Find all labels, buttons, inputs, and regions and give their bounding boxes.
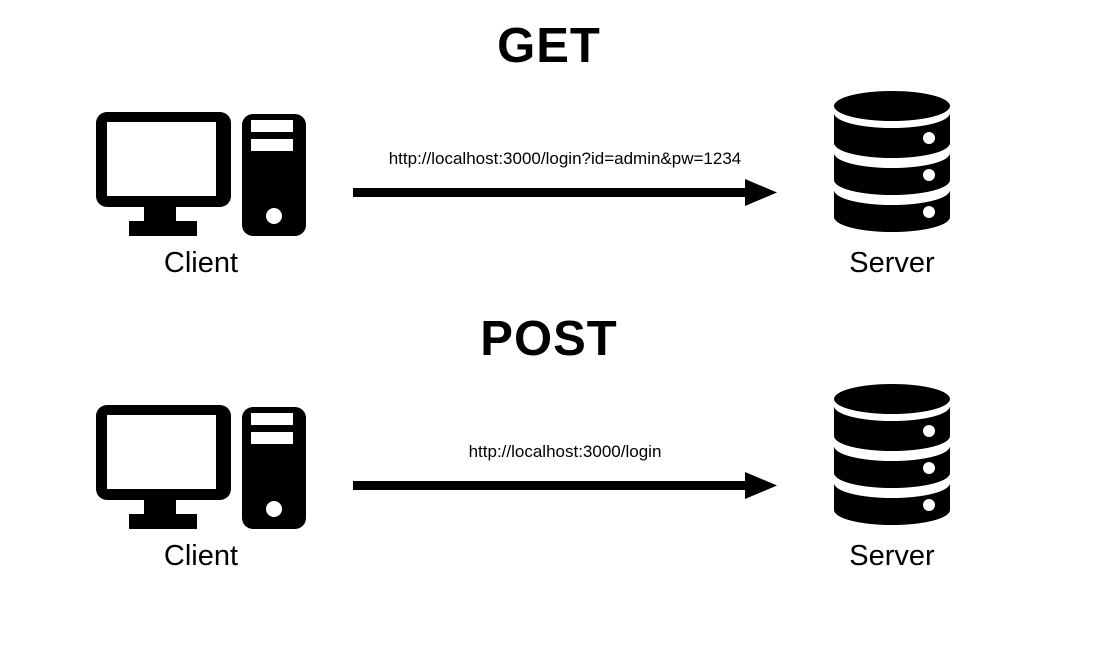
desktop-computer-icon bbox=[96, 112, 306, 238]
client-node: Client bbox=[95, 405, 307, 573]
method-title-post: POST bbox=[480, 312, 618, 366]
server-label: Server bbox=[849, 247, 935, 279]
section-get: GET Client http://localhost:3000/login?i… bbox=[0, 0, 1098, 293]
server-label: Server bbox=[849, 540, 935, 572]
desktop-computer-icon bbox=[96, 405, 306, 531]
right-arrow-icon bbox=[353, 172, 777, 212]
method-title-get: GET bbox=[497, 19, 601, 73]
client-label: Client bbox=[163, 247, 239, 279]
request-url: http://localhost:3000/login?id=admin&pw=… bbox=[388, 149, 742, 168]
request-url: http://localhost:3000/login bbox=[468, 442, 662, 461]
client-node: Client bbox=[95, 112, 307, 280]
request-message: http://localhost:3000/login?id=admin&pw=… bbox=[353, 148, 777, 212]
server-node: Server bbox=[831, 383, 953, 573]
right-arrow-icon bbox=[353, 465, 777, 505]
server-node: Server bbox=[831, 90, 953, 280]
database-icon bbox=[832, 90, 952, 233]
database-icon bbox=[832, 383, 952, 526]
client-label: Client bbox=[163, 540, 239, 572]
section-post: POST Client http://localhost:3000/login … bbox=[0, 293, 1098, 586]
request-message: http://localhost:3000/login bbox=[353, 441, 777, 505]
